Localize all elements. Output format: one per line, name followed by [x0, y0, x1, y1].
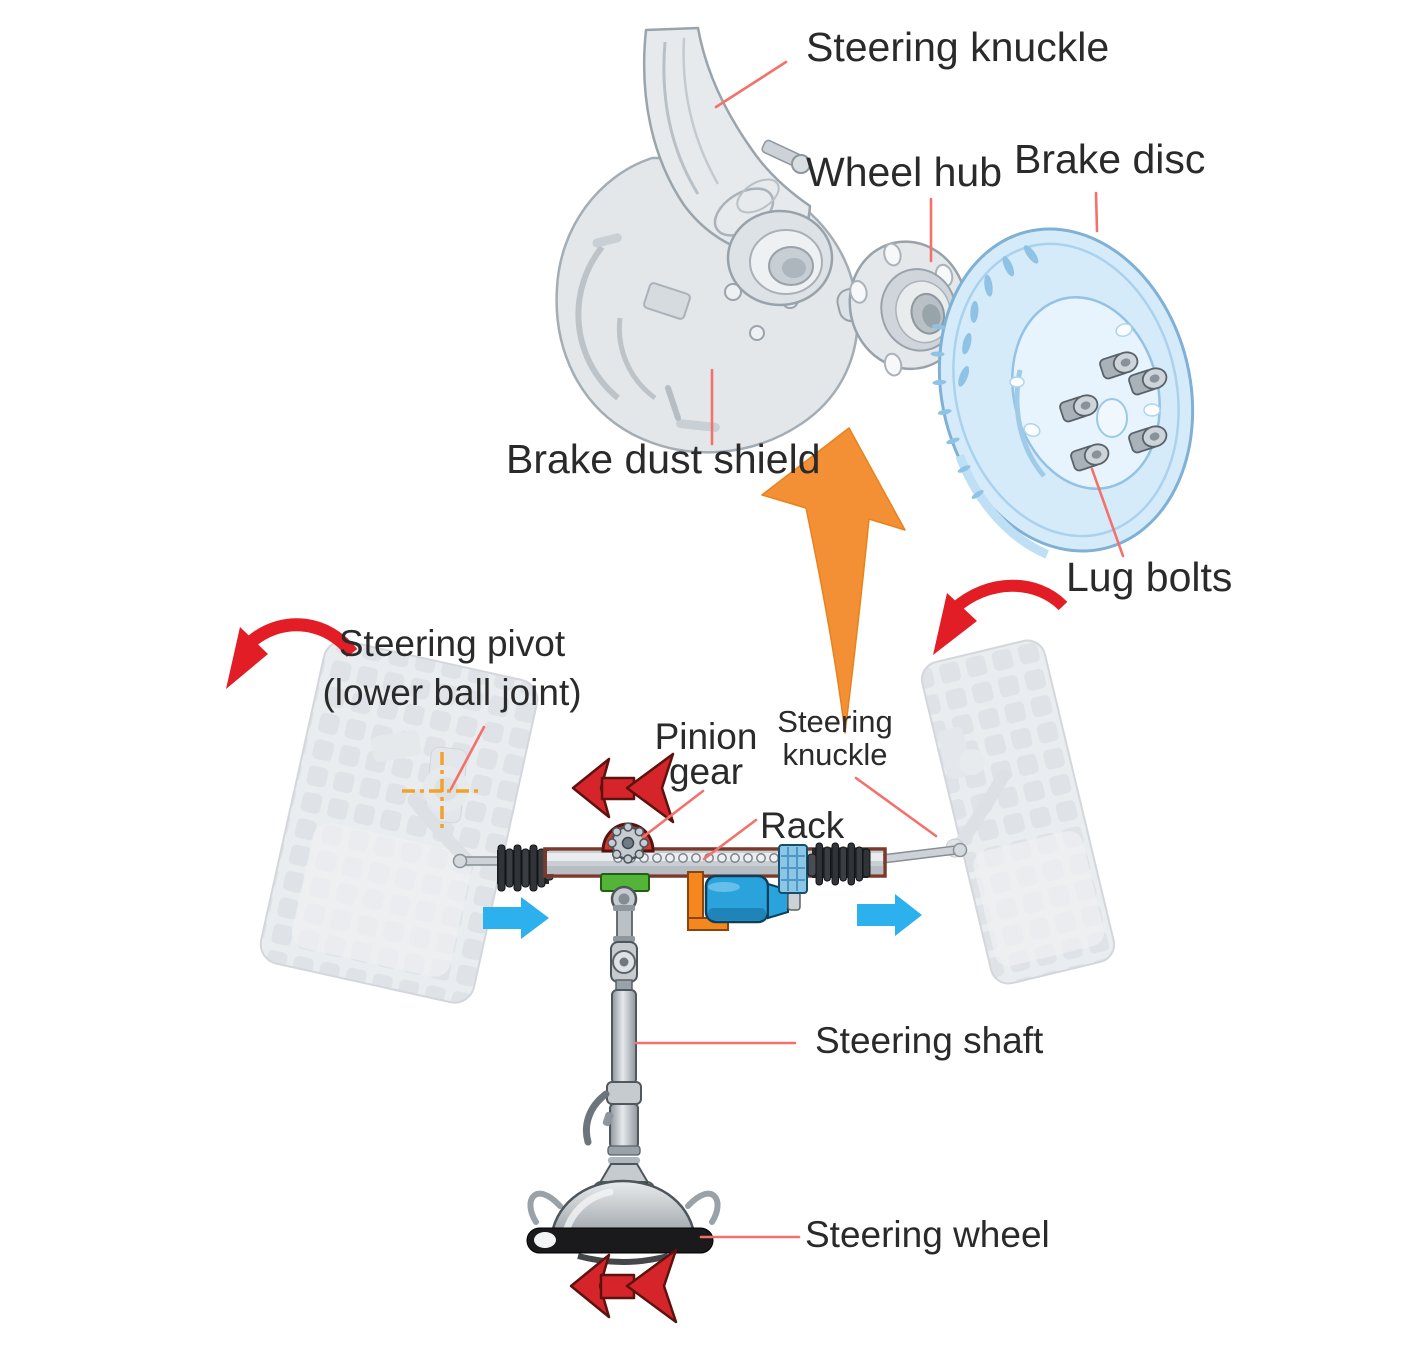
rack-travel-arrow-right-icon	[857, 894, 922, 936]
assembly-direction-arrow-icon	[761, 427, 906, 734]
wheel-hub-drawing	[836, 240, 968, 377]
label-rack: Rack	[760, 805, 845, 846]
label-steering-pivot-line2: (lower ball joint)	[322, 671, 582, 713]
label-steering-wheel: Steering wheel	[805, 1214, 1050, 1255]
label-pinion-gear: Pinion gear	[654, 716, 758, 793]
label-brake-dust-shield: Brake dust shield	[506, 436, 821, 482]
rack-travel-arrow-left-icon	[483, 897, 549, 939]
label-steering-pivot: Steering pivot (lower ball joint)	[322, 620, 581, 718]
left-wheel-ghost	[259, 639, 539, 1004]
label-pinion-gear-line2: gear	[668, 751, 744, 793]
rotation-arrow-right-icon	[933, 579, 1068, 655]
label-brake-disc: Brake disc	[1014, 136, 1206, 182]
steering-wheel-turn-arrow-icon	[569, 1248, 678, 1324]
steering-pivot-crosshair	[402, 752, 482, 832]
label-steering-pivot-line1: Steering pivot	[338, 623, 566, 664]
label-steering-knuckle-right-line2: knuckle	[782, 736, 888, 772]
label-steering-shaft: Steering shaft	[815, 1020, 1044, 1061]
steering-knuckle-drawing	[642, 26, 834, 307]
label-steering-knuckle-right-line1: Steering	[777, 704, 893, 739]
pinion-turn-arrow-icon	[571, 752, 675, 824]
label-steering-knuckle-right: Steering knuckle	[777, 704, 893, 772]
brake-disc-drawing	[930, 227, 1195, 559]
label-lug-bolts: Lug bolts	[1066, 554, 1233, 600]
steering-wheel-drawing	[526, 1179, 721, 1265]
leader-lines	[449, 60, 1125, 1239]
rack-and-pinion-drawing	[452, 822, 968, 931]
label-pinion-gear-line1: Pinion	[654, 716, 758, 757]
label-steering-knuckle-top: Steering knuckle	[806, 24, 1110, 70]
label-wheel-hub: Wheel hub	[806, 149, 1003, 195]
lug-bolts-drawing	[1059, 351, 1168, 472]
pinion-gear-drawing	[601, 822, 655, 864]
rack-guide-block	[778, 844, 808, 894]
right-wheel-ghost	[920, 639, 1116, 985]
rotation-arrow-left-icon	[226, 618, 358, 689]
